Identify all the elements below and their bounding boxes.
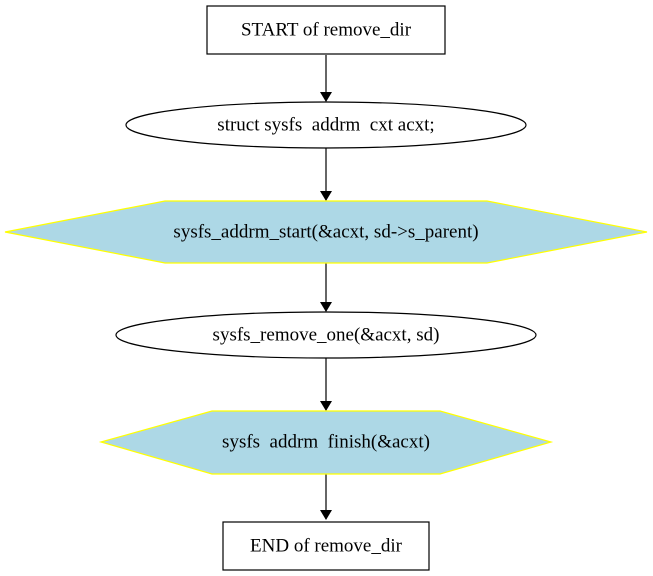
start-box bbox=[206, 5, 446, 55]
node-addrm-start: sysfs_addrm_start(&acxt, sd->s_parent) bbox=[4, 200, 648, 264]
end-label: END of remove_dir bbox=[250, 535, 403, 556]
decl-ellipse bbox=[125, 101, 527, 149]
node-end: END of remove_dir bbox=[222, 521, 430, 571]
node-start: START of remove_dir bbox=[206, 5, 446, 55]
node-decl: struct sysfs addrm cxt acxt; bbox=[125, 101, 527, 149]
addrm-finish-label: sysfs addrm finish(&acxt) bbox=[222, 431, 430, 452]
decl-label: struct sysfs addrm cxt acxt; bbox=[217, 114, 434, 135]
remove-one-label: sysfs_remove_one(&acxt, sd) bbox=[213, 324, 440, 345]
start-label: START of remove_dir bbox=[241, 19, 412, 40]
end-box bbox=[222, 521, 430, 571]
addrm-start-hexagon bbox=[4, 200, 648, 264]
node-addrm-finish: sysfs addrm finish(&acxt) bbox=[98, 410, 554, 475]
node-remove-one: sysfs_remove_one(&acxt, sd) bbox=[115, 311, 537, 359]
addrm-finish-hexagon bbox=[98, 410, 554, 475]
remove-one-ellipse bbox=[115, 311, 537, 359]
addrm-start-label: sysfs_addrm_start(&acxt, sd->s_parent) bbox=[173, 221, 478, 242]
